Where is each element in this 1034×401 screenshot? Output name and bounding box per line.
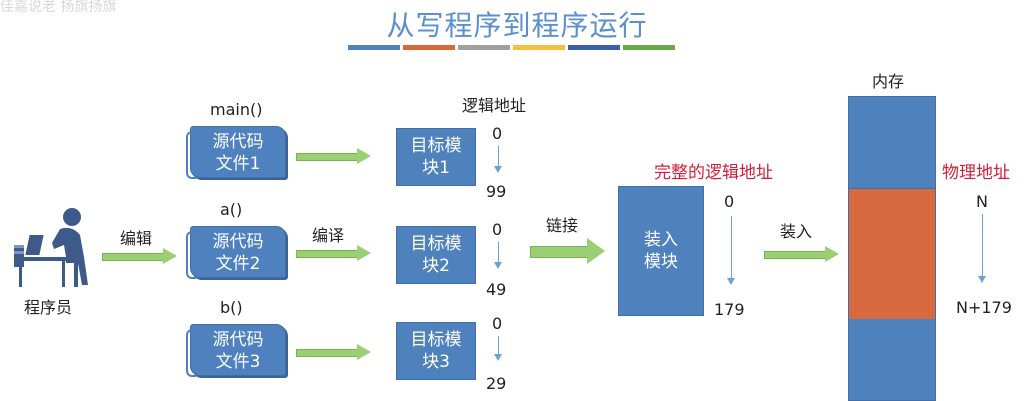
title-bar-5 (568, 45, 620, 50)
load-arrow-shaft (764, 251, 826, 259)
object-module-1: 目标模 块1 (396, 128, 476, 186)
title-bar-3 (458, 45, 510, 50)
object-module-1-line2: 块1 (422, 158, 450, 178)
edit-arrow-shaft (102, 253, 164, 261)
watermark: 佳嘉说老 扬旗扬旗 (0, 0, 117, 15)
object-module-1-line1: 目标模 (410, 136, 462, 156)
module-2-range-line (498, 242, 499, 264)
page-title: 从写程序到程序运行 (386, 9, 648, 42)
compile-arrow-1-shaft (296, 153, 358, 161)
load-module-line1: 装入 (644, 230, 678, 250)
module-1-range-head (494, 166, 502, 173)
title-bar-2 (403, 45, 455, 50)
compile-arrow-2-shaft (296, 250, 358, 258)
module-3-end: 29 (486, 374, 507, 393)
source-file-1-line2: 文件1 (215, 154, 261, 174)
module-1-end: 99 (486, 182, 507, 201)
compile-arrow-2-head (357, 245, 371, 261)
link-arrow-head (587, 238, 605, 264)
compile-arrow-1-head (357, 148, 371, 164)
object-module-2-line2: 块2 (422, 256, 450, 276)
logical-address-label: 逻辑地址 (462, 96, 527, 115)
source-file-2: 源代码 文件2 (186, 226, 286, 279)
title-bar-1 (348, 45, 400, 50)
memory-end-address: N+179 (956, 298, 1012, 317)
load-arrow-head (825, 246, 839, 262)
memory-range-head (978, 276, 986, 283)
programmer-label: 程序员 (24, 298, 73, 317)
memory-range-line (982, 214, 983, 278)
memory-block-bottom (848, 319, 936, 401)
memory-label: 内存 (872, 72, 905, 91)
source-file-2-line2: 文件2 (215, 254, 261, 274)
memory-block-used (848, 188, 936, 320)
object-module-2: 目标模 块2 (396, 226, 476, 284)
source-file-2-line1: 源代码 (212, 232, 264, 252)
compile-arrow-3-head (357, 344, 371, 360)
module-1-start: 0 (492, 124, 503, 143)
module-3-range-line (498, 336, 499, 356)
module-2-range-head (494, 262, 502, 269)
physical-address-label: 物理地址 (942, 163, 1010, 183)
source-file-3-line1: 源代码 (212, 330, 264, 350)
object-module-2-line1: 目标模 (410, 234, 462, 254)
complete-logical-address-label: 完整的逻辑地址 (654, 163, 773, 183)
module-2-start: 0 (492, 220, 503, 239)
load-module: 装入 模块 (618, 186, 704, 316)
object-module-3-line2: 块3 (422, 352, 450, 372)
compile-label: 编译 (312, 226, 345, 245)
load-module-line2: 模块 (644, 252, 678, 272)
source-file-3-line2: 文件3 (215, 352, 261, 372)
source-func-2: a() (220, 200, 243, 219)
source-func-3: b() (220, 298, 243, 317)
load-module-range-head (727, 278, 735, 285)
source-func-1: main() (210, 100, 263, 119)
load-module-range-line (731, 216, 732, 280)
compile-arrow-3-shaft (296, 349, 358, 357)
programmer-icon (14, 208, 88, 287)
memory-block-top (848, 96, 936, 189)
link-label: 链接 (546, 216, 579, 235)
load-module-start: 0 (724, 192, 735, 211)
edit-arrow-head (163, 248, 177, 264)
load-label: 装入 (780, 222, 813, 241)
source-file-3: 源代码 文件3 (186, 324, 286, 377)
link-arrow-shaft (530, 246, 588, 258)
object-module-3-line1: 目标模 (410, 330, 462, 350)
edit-label: 编辑 (120, 229, 153, 248)
module-3-start: 0 (492, 314, 503, 333)
title-bar-6 (623, 45, 675, 50)
module-3-range-head (494, 354, 502, 361)
memory-start-address: N (976, 192, 988, 211)
load-module-end: 179 (714, 300, 745, 319)
module-2-end: 49 (486, 280, 507, 299)
source-file-1-line1: 源代码 (212, 132, 264, 152)
module-1-range-line (498, 146, 499, 168)
source-file-1: 源代码 文件1 (186, 126, 286, 179)
object-module-3: 目标模 块3 (396, 322, 476, 380)
title-bar-4 (513, 45, 565, 50)
